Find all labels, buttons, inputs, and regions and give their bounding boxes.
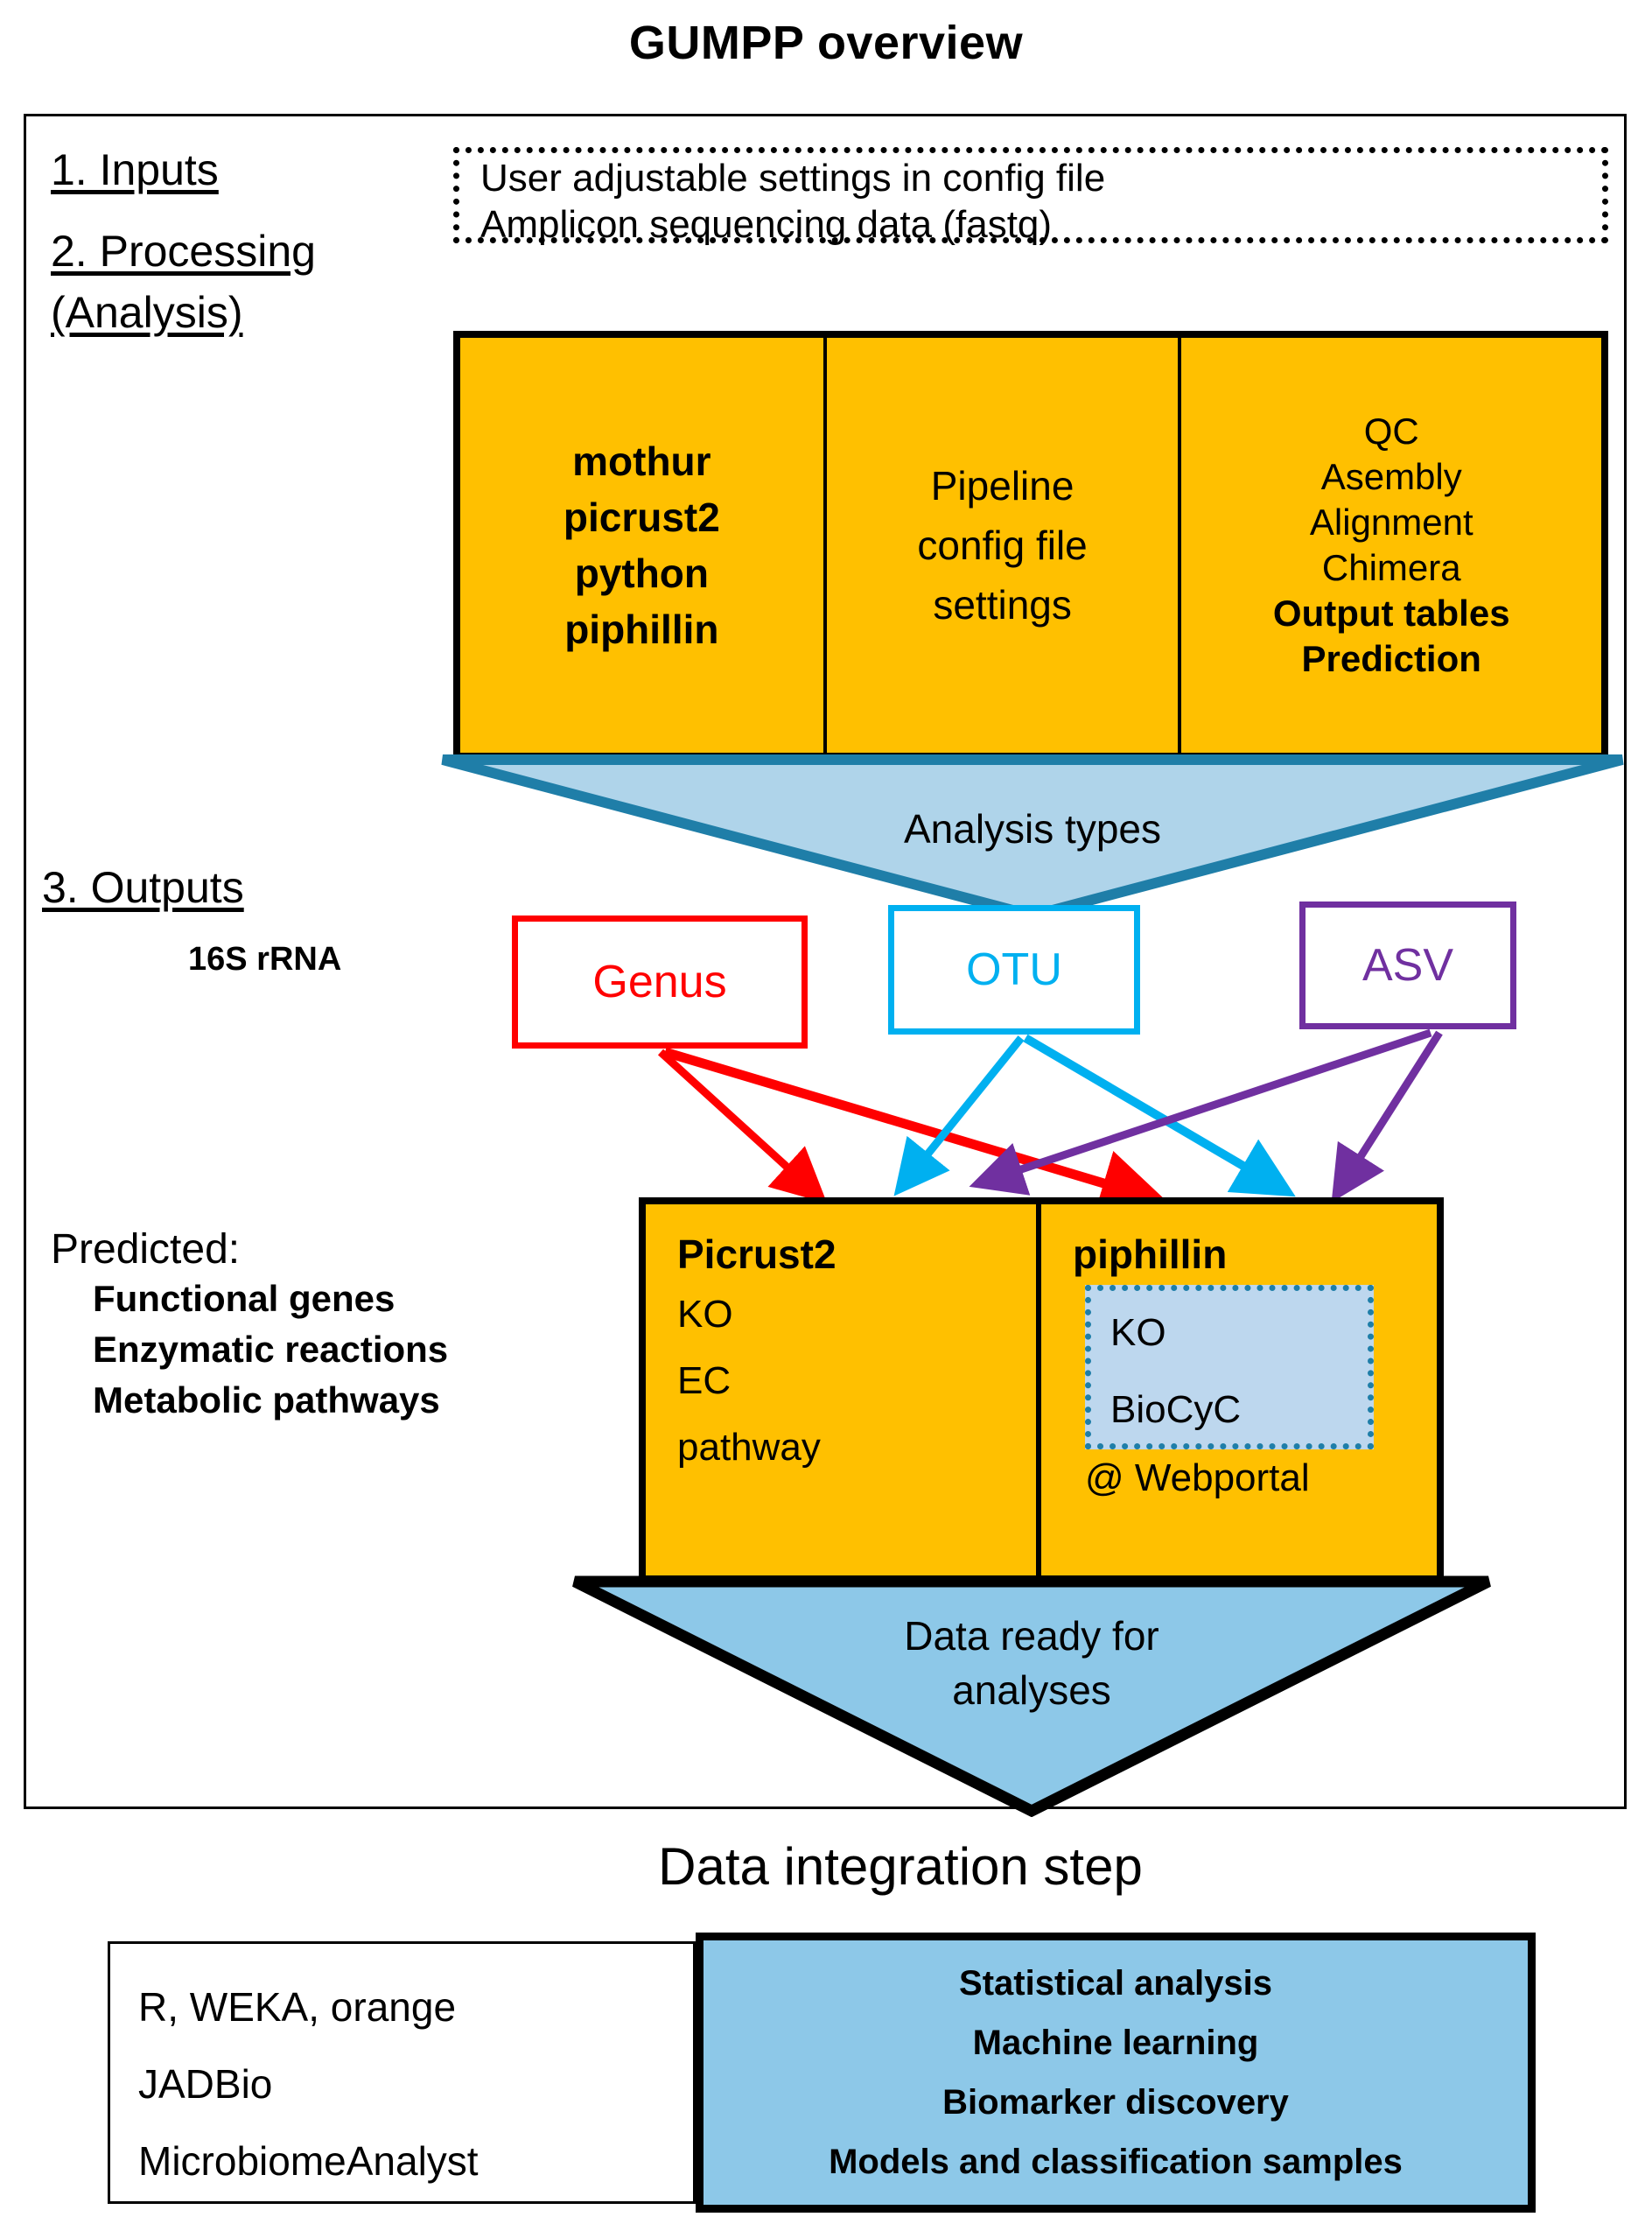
funnel-triangle-icon: [572, 1575, 1491, 1818]
integration-methods-box: Statistical analysis Machine learning Bi…: [696, 1933, 1536, 2213]
integration-tools-box: R, WEKA, orange JADBio MicrobiomeAnalyst: [108, 1941, 696, 2204]
integration-tool-item: MicrobiomeAnalyst: [138, 2138, 479, 2184]
integration-tool-item: JADBio: [138, 2061, 273, 2107]
stage-label-outputs-text: 3. Outputs: [42, 863, 244, 912]
funnel-triangle-icon: [441, 754, 1624, 922]
output-type-box-asv[interactable]: ASV: [1299, 902, 1516, 1029]
piphillin-box: piphillin KO BioCyC @ Webportal: [1041, 1204, 1437, 1575]
ready-funnel-line1: Data ready for: [904, 1613, 1159, 1659]
piphillin-highlight-box: KO BioCyC: [1085, 1285, 1374, 1449]
picrust2-title: Picrust2: [677, 1231, 836, 1277]
inputs-line-settings: User adjustable settings in config file: [480, 157, 1106, 200]
integration-tool-item: R, WEKA, orange: [138, 1984, 457, 2030]
piphillin-footer: @ Webportal: [1085, 1456, 1310, 1499]
tool-item: picrust2: [563, 495, 720, 540]
output-type-label: ASV: [1362, 940, 1454, 991]
stage-label-analysis: (Analysis): [51, 287, 242, 338]
output-type-label: Genus: [592, 957, 727, 1007]
config-item: Pipeline: [930, 463, 1074, 509]
step-item: Alignment: [1309, 502, 1474, 543]
prediction-boxes: Picrust2 KO EC pathway piphillin KO BioC…: [639, 1197, 1444, 1582]
output-type-box-otu[interactable]: OTU: [888, 905, 1140, 1035]
step-item: Asembly: [1320, 456, 1462, 497]
stage-label-processing: 2. Processing: [51, 226, 316, 277]
picrust2-item: EC: [677, 1359, 732, 1402]
data-ready-funnel: Data ready for analyses: [569, 1575, 1494, 1818]
picrust2-box: Picrust2 KO EC pathway: [646, 1204, 1041, 1575]
stage-label-inputs: 1. Inputs: [51, 144, 219, 195]
picrust2-item: pathway: [677, 1426, 821, 1469]
processing-column-config: Pipeline config file settings: [827, 338, 1182, 753]
config-item: settings: [933, 582, 1072, 628]
ready-funnel-line2: analyses: [952, 1667, 1111, 1713]
config-item: config file: [917, 523, 1088, 568]
predicted-item: Enzymatic reactions: [93, 1329, 449, 1370]
step-item: Chimera: [1321, 547, 1461, 588]
predicted-item: Metabolic pathways: [93, 1379, 440, 1421]
analysis-funnel-caption: Analysis types: [903, 806, 1161, 852]
output-type-box-genus[interactable]: Genus: [512, 916, 808, 1049]
analysis-types-funnel: Analysis types: [438, 754, 1628, 922]
predicted-block: Predicted: Functional genes Enzymatic re…: [51, 1225, 448, 1426]
processing-column-tools: mothur picrust2 python piphillin: [460, 338, 827, 753]
ready-funnel-caption: Data ready for analyses: [569, 1609, 1494, 1717]
integration-method-item: Machine learning: [972, 2024, 1259, 2062]
step-item: QC: [1363, 410, 1419, 452]
integration-method-item: Biomarker discovery: [942, 2083, 1289, 2122]
inputs-box: User adjustable settings in config file …: [453, 147, 1608, 246]
piphillin-title: piphillin: [1073, 1231, 1228, 1277]
piphillin-highlight-item: BioCyC: [1110, 1388, 1242, 1431]
stage-label-outputs: 3. Outputs: [42, 862, 244, 913]
step-item: Output tables: [1272, 593, 1510, 634]
tool-item: mothur: [572, 438, 711, 484]
stage-label-inputs-text: 1. Inputs: [51, 145, 219, 194]
inputs-line-fastq: Amplicon sequencing data (fastq): [480, 203, 1053, 246]
picrust2-item: KO: [677, 1293, 733, 1336]
processing-column-steps: QC Asembly Alignment Chimera Output tabl…: [1181, 338, 1601, 753]
processing-box: mothur picrust2 python piphillin Pipelin…: [453, 331, 1608, 760]
integration-method-item: Statistical analysis: [959, 1964, 1272, 2003]
integration-title-text: Data integration step: [658, 1837, 1143, 1896]
tool-item: python: [574, 551, 709, 596]
integration-title: Data integration step: [0, 1836, 1652, 1897]
predicted-item: Functional genes: [93, 1278, 396, 1319]
stage-label-analysis-text: (Analysis): [51, 288, 243, 337]
tool-item: piphillin: [564, 607, 719, 652]
page-title: GUMPP overview: [628, 17, 1024, 69]
integration-method-item: Models and classification samples: [829, 2143, 1403, 2181]
piphillin-highlight-item: KO: [1110, 1311, 1166, 1354]
predicted-heading: Predicted:: [51, 1226, 241, 1273]
pipeline-frame: [24, 114, 1627, 1809]
output-type-label: OTU: [966, 944, 1062, 995]
stage-label-processing-text: 2. Processing: [51, 227, 316, 276]
rrna-label: 16S rRNA: [188, 941, 342, 978]
step-item: Prediction: [1301, 638, 1481, 679]
